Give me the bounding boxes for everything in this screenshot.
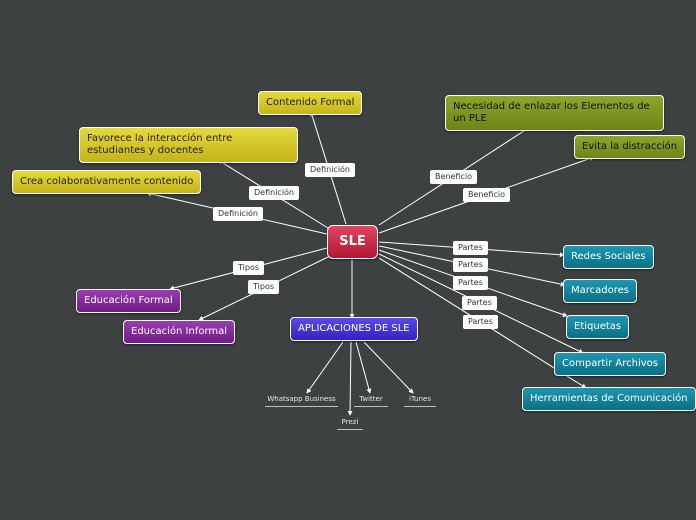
app-connector bbox=[347, 341, 353, 416]
edge-label-partes: Partes bbox=[463, 315, 498, 329]
edge-label-partes: Partes bbox=[453, 258, 488, 272]
edge-label-definicion: Definición bbox=[305, 163, 355, 177]
type-node-educacion-informal[interactable]: Educación Informal bbox=[123, 320, 236, 344]
type-node-educacion-formal[interactable]: Educación Formal bbox=[76, 289, 181, 313]
edge-label-definicion: Definición bbox=[213, 207, 263, 221]
part-node-compartir-archivos[interactable]: Compartir Archivos bbox=[554, 352, 667, 376]
part-node-marcadores[interactable]: Marcadores bbox=[563, 279, 637, 303]
part-node-etiquetas[interactable]: Etiquetas bbox=[566, 315, 630, 339]
edge-label-beneficio: Beneficio bbox=[430, 170, 477, 184]
definition-node-favorece-interaccion[interactable]: Favorece la interacción entre estudiante… bbox=[79, 127, 298, 163]
edge-label-tipos: Tipos bbox=[233, 261, 265, 275]
edge-label-partes: Partes bbox=[453, 276, 488, 290]
app-leaf-itunes[interactable]: iTunes bbox=[404, 394, 436, 407]
app-connector bbox=[363, 341, 414, 394]
app-leaf-prezi[interactable]: Prezi bbox=[337, 417, 363, 430]
edge-label-partes: Partes bbox=[453, 241, 488, 255]
edge-label-tipos: Tipos bbox=[248, 280, 280, 294]
app-connector bbox=[306, 341, 344, 394]
part-node-redes-sociales[interactable]: Redes Sociales bbox=[563, 245, 654, 269]
edge-label-beneficio: Beneficio bbox=[463, 188, 510, 202]
benefit-node-necesidad-enlazar[interactable]: Necesidad de enlazar los Elementos de un… bbox=[445, 95, 664, 131]
edge-label-partes: Partes bbox=[462, 296, 497, 310]
applications-node[interactable]: APLICACIONES DE SLE bbox=[290, 317, 418, 341]
edge-label-definicion: Definición bbox=[249, 186, 299, 200]
app-leaf-twitter[interactable]: Twitter bbox=[354, 394, 388, 407]
part-node-herramientas-comunicacion[interactable]: Herramientas de Comunicación bbox=[522, 387, 696, 411]
root-node[interactable]: SLE bbox=[327, 225, 378, 259]
benefit-node-evita-distraccion[interactable]: Evita la distracción bbox=[574, 135, 686, 159]
app-connector bbox=[355, 341, 372, 394]
app-leaf-whatsapp-business[interactable]: Whatsapp Business bbox=[265, 394, 338, 407]
definition-node-contenido-formal[interactable]: Contenido Formal bbox=[258, 91, 363, 115]
definition-node-crea-contenido[interactable]: Crea colaborativamente contenido bbox=[12, 170, 202, 194]
